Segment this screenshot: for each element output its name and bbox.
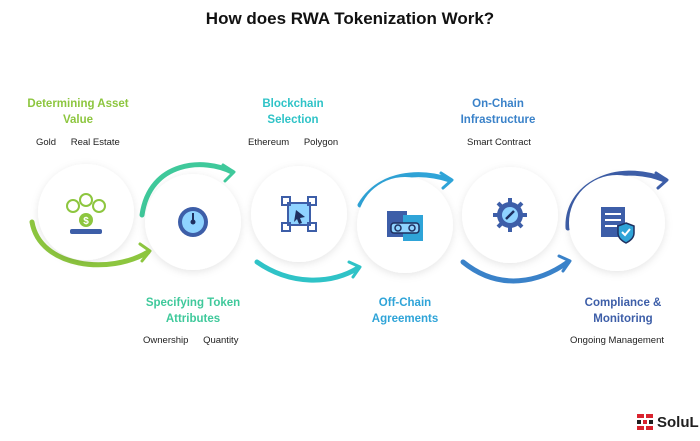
arrowhead-5	[557, 254, 572, 273]
step-2-label: Specifying Token Attributes	[145, 297, 241, 325]
arrowhead-1	[138, 242, 152, 263]
step-4-label: Off-Chain Agreements	[371, 297, 439, 325]
gauge-icon	[178, 207, 208, 237]
step-3-item: Polygon	[303, 137, 339, 148]
brand-logo-text: SoluL	[657, 413, 699, 431]
arrowhead-4	[439, 171, 454, 190]
flow-arrow-1	[29, 219, 151, 268]
step-5-label: On-Chain Infrastructure	[460, 98, 536, 126]
page-title: How does RWA Tokenization Work?	[205, 9, 495, 28]
step-5-items: Smart Contract	[461, 137, 537, 148]
brand-logo: SoluL	[636, 410, 700, 434]
step-2-item: Ownership	[143, 335, 189, 346]
step-3-item: Ethereum	[248, 137, 290, 148]
arrowhead-6	[654, 171, 669, 190]
step-2-item: Quantity	[203, 335, 239, 346]
compliance-shield-icon	[601, 207, 635, 244]
blockchain-select-icon	[281, 196, 317, 232]
brand-logo-mark	[637, 414, 653, 430]
arrowhead-2	[221, 163, 236, 183]
svg-text:$: $	[83, 216, 89, 227]
step-1-label: Determining Asset Value	[27, 98, 129, 126]
step-3-label: Blockchain Selection	[262, 98, 324, 126]
step-1-item: Gold	[36, 137, 57, 148]
step-1-item: Real Estate	[70, 137, 120, 148]
step-6-item: Ongoing Management	[570, 335, 665, 346]
step-1-circle	[38, 164, 134, 260]
step-5-item: Smart Contract	[467, 137, 531, 148]
flow-arrow-2	[139, 162, 235, 218]
step-6-label: Compliance & Monitoring	[584, 297, 662, 325]
step-3-items: Ethereum Polygon	[242, 137, 344, 148]
documents-icon	[387, 211, 423, 241]
asset-value-icon: $	[66, 193, 106, 234]
flow-arrow-3	[254, 259, 361, 283]
step-1-items: Gold Real Estate	[30, 137, 126, 148]
step-6-items: Ongoing Management	[564, 335, 670, 346]
arrowhead-3	[347, 260, 362, 279]
step-2-items: Ownership Quantity	[137, 335, 244, 346]
flow-arrow-5	[460, 259, 571, 284]
smart-contract-gear-icon	[493, 198, 527, 232]
